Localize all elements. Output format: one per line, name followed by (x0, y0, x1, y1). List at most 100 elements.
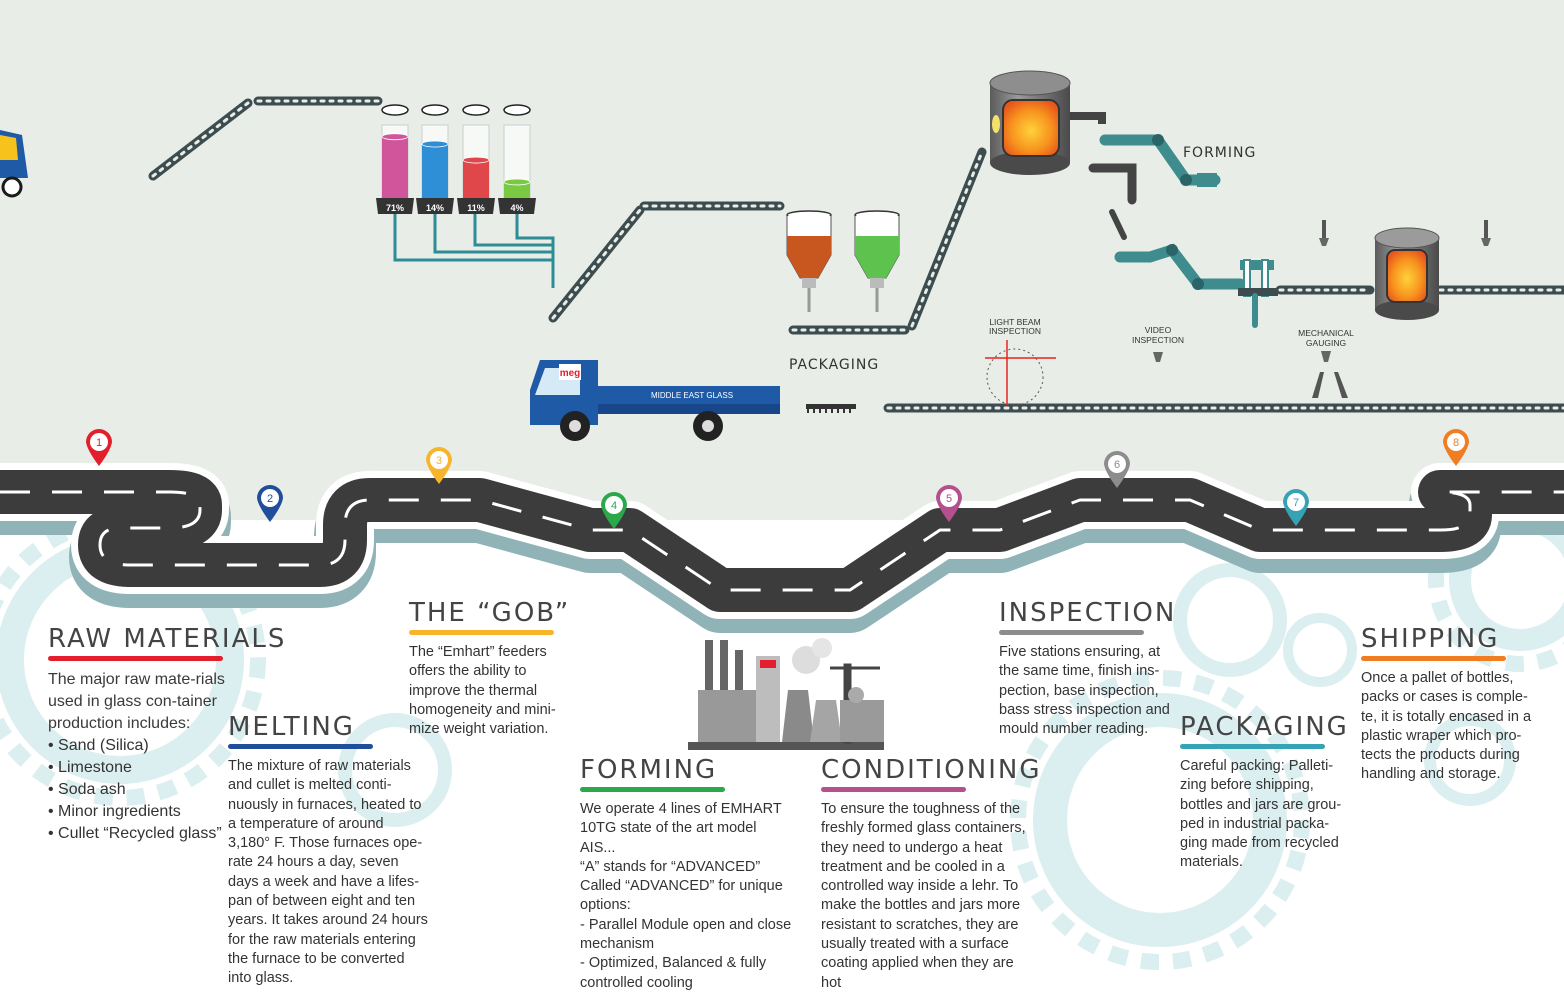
silo-lid (503, 104, 531, 116)
packaging-title: PACKAGING (1180, 712, 1349, 742)
factory-background (0, 0, 1564, 520)
step-marker-4: 4 (601, 492, 627, 529)
marker-number: 2 (267, 493, 273, 505)
packaging-label: PACKAGING (789, 357, 879, 373)
step-marker-7: 7 (1283, 489, 1309, 526)
list-item: • Soda ash (48, 781, 126, 798)
inspection-title: INSPECTION (999, 598, 1177, 628)
shipping-title: SHIPPING (1361, 624, 1500, 654)
silo-percent-label: 4% (510, 203, 523, 213)
forming-underline (580, 787, 725, 792)
list-item: • Sand (Silica) (48, 737, 149, 754)
silo-fill-top (462, 156, 490, 164)
marker-number: 8 (1453, 437, 1459, 449)
conditioning-underline (821, 787, 966, 792)
step-marker-1: 1 (86, 429, 112, 466)
silo-lid (381, 104, 409, 116)
shipping-underline (1361, 656, 1506, 661)
silo-fill (463, 160, 489, 198)
step-packaging: PACKAGING Careful packing: Palleti-zing … (1180, 712, 1355, 873)
conveyors (148, 96, 1564, 413)
packaging-text: Careful packing: Palleti-zing before shi… (1180, 758, 1342, 871)
silo-fill-top (503, 178, 531, 186)
gob-underline (409, 630, 554, 635)
pin-center (90, 433, 108, 451)
step-marker-2: 2 (257, 485, 283, 522)
step-marker-3: 3 (426, 447, 452, 484)
factory-icon (688, 638, 884, 750)
silo-2: 14% (416, 104, 454, 214)
silo-base (457, 198, 495, 214)
marker-number: 6 (1114, 459, 1120, 471)
list-item: • Minor ingredients (48, 803, 181, 820)
marker-number: 7 (1293, 497, 1299, 509)
feeder-hoppers (786, 210, 900, 312)
inspection-underline (999, 630, 1144, 635)
silo-base (416, 198, 454, 214)
video-camera-icon (1153, 352, 1163, 362)
light-beam-label-1: LIGHT BEAM (989, 317, 1040, 327)
step-marker-8: 8 (1443, 429, 1469, 466)
marker-number: 5 (946, 493, 952, 505)
delivery-truck-icon: meg MIDDLE EAST GLASS (530, 360, 780, 441)
silo-lid (421, 104, 449, 116)
silo-base (376, 198, 414, 214)
mechanical-gauge-icon (1312, 351, 1348, 398)
mechanical-label-1: MECHANICAL (1298, 328, 1354, 338)
packaging-underline (1180, 744, 1325, 749)
silo-fill (382, 136, 408, 198)
silo-percent-label: 71% (386, 203, 404, 213)
silo-lid (462, 104, 490, 116)
pin-center (940, 489, 958, 507)
pin-center (1108, 455, 1126, 473)
raw-material-silos: 71%14%11%4% (376, 104, 536, 214)
marker-number: 1 (96, 437, 102, 449)
hopper-orange-icon (786, 210, 832, 312)
silo-fill (504, 181, 530, 198)
melting-underline (228, 744, 373, 749)
dump-truck-icon (0, 130, 28, 198)
raw-materials-title: RAW MATERIALS (48, 624, 287, 654)
forming-label: FORMING (1183, 145, 1256, 161)
raw-materials-list: • Sand (Silica) • Limestone • Soda ash •… (48, 735, 228, 845)
step-markers: 1 2 3 4 5 6 7 8 (86, 429, 1469, 529)
step-conditioning: CONDITIONING To ensure the toughness of … (821, 755, 1041, 993)
annealing-lehr-icon (1319, 220, 1491, 320)
marker-number: 3 (436, 455, 442, 467)
melting-furnace-icon (989, 70, 1106, 175)
truck-logo: meg (560, 368, 581, 379)
silo-percent-label: 14% (426, 203, 444, 213)
shipping-text: Once a pallet of bottles,packs or cases … (1361, 670, 1532, 783)
step-marker-5: 5 (936, 485, 962, 522)
conditioning-title: CONDITIONING (821, 755, 1042, 785)
silo-fill-top (421, 140, 449, 148)
pin-center (261, 489, 279, 507)
pin-center (1447, 433, 1465, 451)
gob-title: THE “GOB” (409, 598, 571, 628)
mechanical-label-2: GAUGING (1306, 338, 1346, 348)
light-beam-label-2: INSPECTION (989, 326, 1041, 336)
silo-1: 71% (376, 104, 414, 214)
step-marker-6: 6 (1104, 451, 1130, 488)
raw-materials-intro: The major raw mate-rials used in glass c… (48, 671, 225, 732)
pin-center (430, 451, 448, 469)
silo-pipes (393, 214, 555, 288)
hopper-green-icon (854, 210, 900, 312)
list-item: • Limestone (48, 759, 132, 776)
pin-center (605, 496, 623, 514)
forming-title: FORMING (580, 755, 718, 785)
truck-brand-label: MIDDLE EAST GLASS (651, 391, 733, 400)
silo-fill-top (381, 133, 409, 141)
step-raw-materials: RAW MATERIALS The major raw mate-rials u… (48, 624, 287, 845)
forming-machine-icon (1088, 134, 1278, 328)
video-label-2: INSPECTION (1132, 335, 1184, 345)
silo-4: 4% (498, 104, 536, 214)
